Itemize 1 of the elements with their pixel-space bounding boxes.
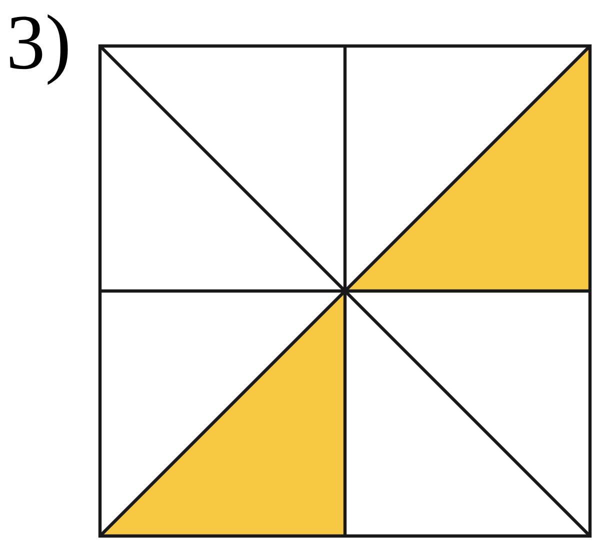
figure-number: 3)	[10, 14, 68, 85]
